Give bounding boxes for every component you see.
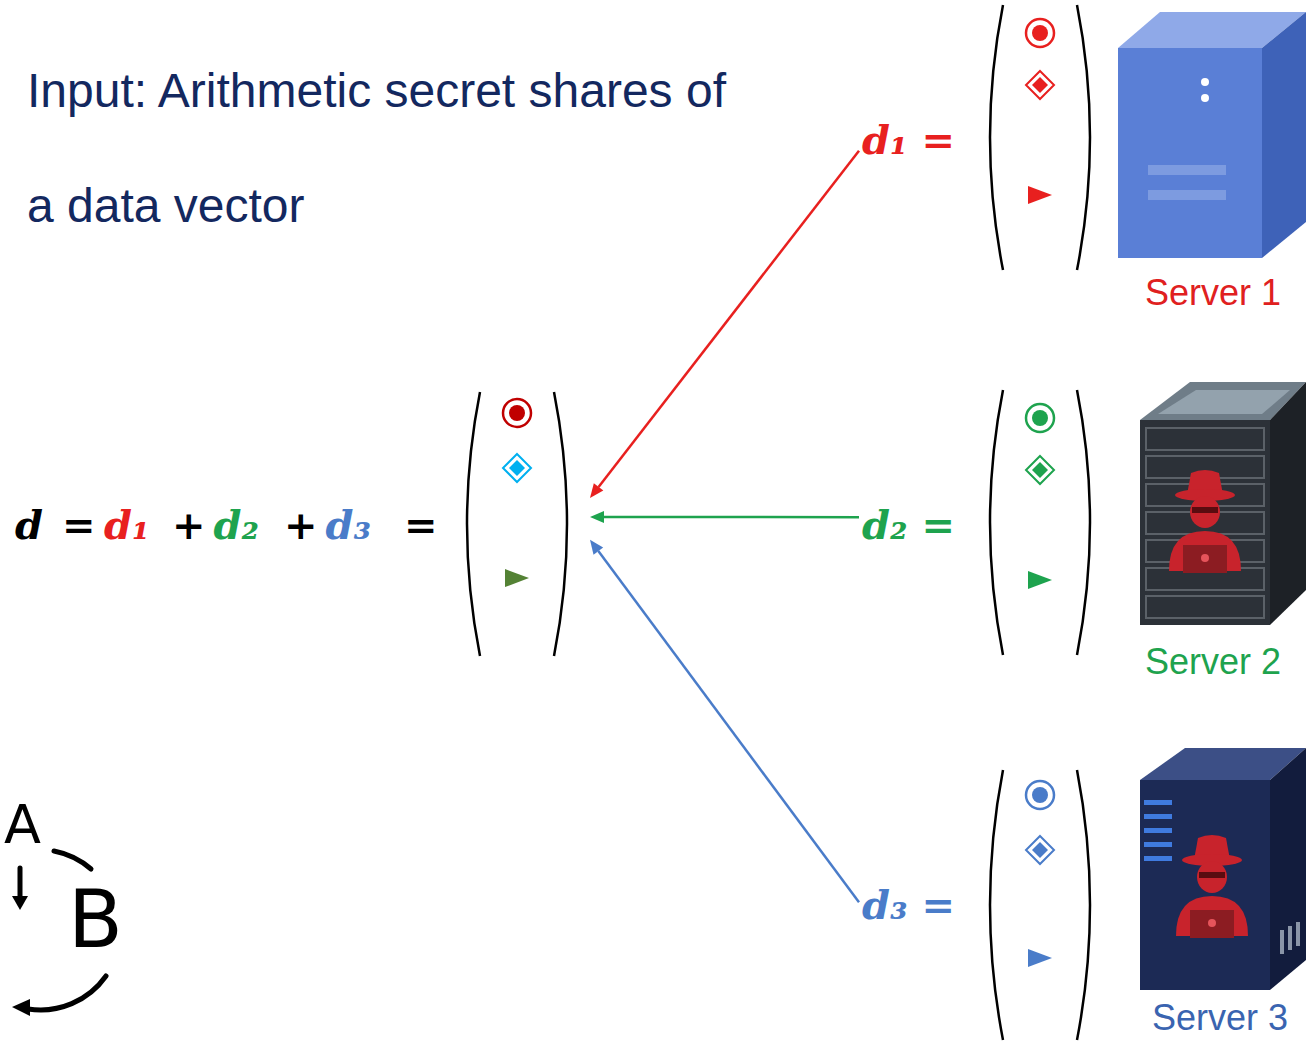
title: Input: Arithmetic secret shares of a dat… bbox=[27, 33, 747, 263]
vector-label: d₂ = bbox=[862, 501, 955, 549]
share-vector: d₂ = bbox=[862, 390, 1102, 655]
hacker-figure bbox=[1169, 470, 1241, 573]
left-paren bbox=[990, 5, 1003, 270]
circle-symbol bbox=[503, 399, 531, 427]
vector-label: d₁ bbox=[104, 501, 150, 549]
diamond-symbol bbox=[503, 454, 531, 482]
connector-arrow bbox=[590, 511, 859, 523]
vector-label: = bbox=[62, 501, 96, 549]
server-node: Server 3 bbox=[1108, 742, 1306, 1042]
data-vector: d=d₁+d₂+d₃= bbox=[12, 390, 587, 660]
circle-symbol bbox=[1026, 404, 1054, 432]
vector-label: d₃ bbox=[326, 501, 372, 549]
triangle-symbol bbox=[1028, 186, 1052, 204]
connector-arrow bbox=[590, 151, 859, 498]
server-label: Server 3 bbox=[1152, 998, 1288, 1038]
vector-brackets bbox=[467, 5, 1090, 1040]
right-paren bbox=[1077, 5, 1090, 270]
share-vector: d₃ = bbox=[862, 770, 1102, 1040]
connector-arrow bbox=[590, 540, 859, 902]
server-icon bbox=[1140, 382, 1306, 625]
circle-symbol bbox=[1026, 781, 1054, 809]
arrowhead bbox=[590, 511, 604, 523]
server-label: Server 1 bbox=[1145, 273, 1281, 313]
server-node: Server 1 bbox=[1108, 5, 1306, 313]
logo-letter: A bbox=[4, 798, 41, 852]
vector-label: d₁ = bbox=[862, 116, 955, 164]
connector-line bbox=[599, 151, 859, 487]
logo-arrowhead bbox=[12, 999, 30, 1016]
connector-line bbox=[598, 551, 859, 902]
connector-line bbox=[604, 516, 859, 519]
vector-label: + bbox=[172, 501, 206, 549]
server-node: Server 2 bbox=[1108, 375, 1306, 683]
share-vector: d₁ = bbox=[862, 5, 1102, 270]
circle-symbol bbox=[1026, 19, 1054, 47]
vector-label: = bbox=[404, 501, 438, 549]
hacker-figure bbox=[1176, 835, 1248, 938]
left-paren bbox=[990, 390, 1003, 655]
arrowhead bbox=[590, 540, 603, 555]
server-icon bbox=[1140, 748, 1306, 990]
arrowhead bbox=[590, 483, 603, 498]
right-paren bbox=[1077, 770, 1090, 1040]
server-icon bbox=[1118, 12, 1306, 258]
server-label: Server 2 bbox=[1145, 642, 1281, 682]
right-paren bbox=[554, 392, 567, 656]
logo-letter: B bbox=[68, 880, 123, 960]
left-paren bbox=[990, 770, 1003, 1040]
vector-label: d₃ = bbox=[862, 881, 955, 929]
vector-label: + bbox=[284, 501, 318, 549]
right-paren bbox=[1077, 390, 1090, 655]
logo-arrowhead bbox=[12, 896, 28, 910]
triangle-symbol bbox=[505, 569, 529, 587]
vector-label: d bbox=[15, 501, 43, 549]
triangle-symbol bbox=[1028, 571, 1052, 589]
diamond-symbol bbox=[1026, 456, 1054, 484]
vector-label: d₂ bbox=[214, 501, 260, 549]
left-paren bbox=[467, 392, 480, 656]
diamond-symbol bbox=[1026, 71, 1054, 99]
triangle-symbol bbox=[1028, 949, 1052, 967]
diamond-symbol bbox=[1026, 836, 1054, 864]
